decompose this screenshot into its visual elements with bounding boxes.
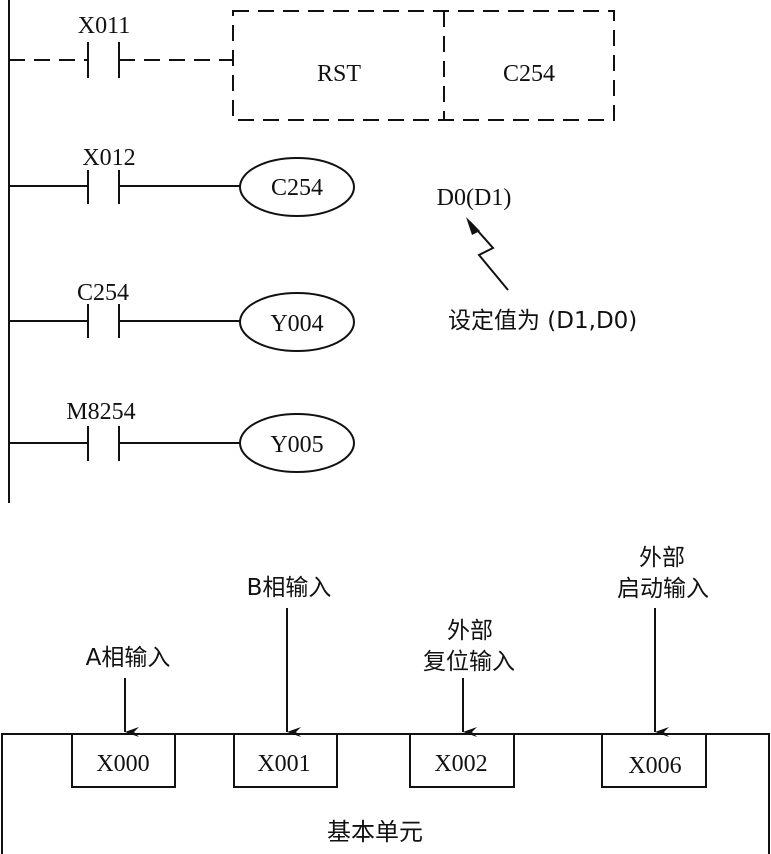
input-label-line-2: 复位输入 — [423, 649, 515, 675]
input-start: 外部 启动输入 — [617, 545, 709, 737]
contact-symbol — [87, 304, 120, 338]
input-label: A相输入 — [86, 645, 171, 671]
coil-label: Y005 — [270, 432, 323, 458]
contact-label: C254 — [77, 280, 129, 306]
coil-label: Y004 — [270, 311, 323, 337]
terminal-box — [71, 733, 176, 788]
base-unit-outline — [1, 733, 770, 854]
contact-label: X012 — [82, 145, 135, 171]
coil-ellipse — [239, 413, 355, 473]
coil-ellipse — [239, 157, 355, 217]
contact-symbol — [87, 426, 120, 461]
rung-4: M8254 Y005 — [9, 399, 355, 473]
zigzag-arrow — [469, 221, 509, 291]
rung-2: X012 C254 — [9, 145, 355, 217]
input-b: B相输入 — [247, 575, 332, 737]
base-unit: X000 X001 X002 X006 基本单元 — [1, 733, 770, 854]
terminal-box — [601, 733, 707, 788]
contact-label: X011 — [78, 13, 130, 39]
coil-label: C254 — [271, 175, 323, 201]
contact-symbol — [87, 42, 120, 78]
terminal-box — [233, 733, 338, 788]
input-label: B相输入 — [247, 575, 332, 601]
coil-ellipse — [239, 292, 355, 352]
terminal-label: X006 — [628, 753, 681, 779]
setpoint-annotation: D0(D1) 设定值为 (D1,D0) — [437, 185, 638, 334]
contact-symbol — [87, 170, 120, 204]
input-label-line-2: 启动输入 — [617, 576, 709, 602]
instruction-label: RST — [317, 61, 361, 87]
rung-3: C254 Y004 — [9, 280, 355, 352]
terminal-label: X002 — [434, 751, 487, 777]
input-a: A相输入 — [86, 645, 171, 737]
input-label-line-1: 外部 — [447, 618, 493, 644]
terminal-label: X001 — [257, 751, 310, 777]
arrowhead-icon — [466, 217, 480, 235]
base-unit-title: 基本单元 — [327, 818, 423, 846]
register-label: D0(D1) — [437, 185, 512, 211]
instruction-box — [232, 10, 615, 121]
terminal-box — [409, 733, 515, 788]
input-label-line-1: 外部 — [639, 545, 685, 571]
terminal-label: X000 — [96, 751, 149, 777]
operand-label: C254 — [503, 61, 555, 87]
rung-1: X011 RST C254 — [9, 10, 615, 121]
setpoint-note: 设定值为 (D1,D0) — [448, 308, 637, 334]
input-reset: 外部 复位输入 — [423, 618, 515, 737]
contact-label: M8254 — [66, 399, 135, 425]
